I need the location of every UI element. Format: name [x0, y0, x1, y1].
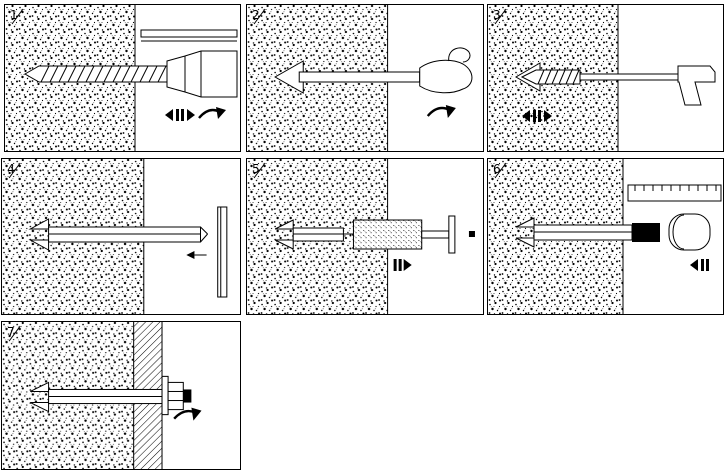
bolt-end: [183, 389, 192, 403]
resin-syringe: [343, 215, 475, 254]
installed-anchor: [30, 375, 192, 416]
drill-bit: [23, 65, 168, 83]
hammer-direction-icon: [690, 259, 709, 271]
step-number-slash: [8, 162, 21, 179]
rotation-arrow-icon: [198, 107, 226, 119]
step-number: 7: [7, 325, 15, 339]
anchor-sleeve: [28, 218, 208, 251]
step-number-slash: [8, 325, 21, 342]
depth-stop-bar: [140, 29, 238, 42]
anchor-sleeve: [274, 219, 344, 250]
step-number-slash: [11, 8, 24, 25]
step-panel-brush-hole: 3: [487, 4, 724, 152]
insert-direction-arrow: [186, 251, 207, 259]
step-number: 3: [493, 8, 501, 22]
drill-chuck: [166, 50, 238, 98]
step-panel-hammer-rod: 6: [487, 158, 724, 315]
washer: [161, 375, 169, 416]
step-panel-blow-out-dust: 2: [246, 4, 484, 152]
step-number-slash: [253, 8, 266, 25]
step-panel-insert-anchor: 4: [1, 158, 241, 315]
nut: [167, 381, 184, 411]
push-direction-icon: [393, 259, 412, 271]
blower-tube: [298, 71, 421, 83]
brush-handle: [677, 65, 716, 106]
in-out-motion-icon: [522, 110, 552, 122]
step-panel-finished: 7: [1, 321, 241, 470]
fixture-plate: [217, 206, 228, 298]
step-panel-inject-resin: 5: [246, 158, 484, 315]
step-number: 4: [7, 162, 15, 176]
anchor-with-rod: [515, 217, 660, 248]
rotation-arrow-icon: [426, 105, 456, 118]
step-number-slash: [253, 162, 266, 179]
mallet: [668, 213, 711, 251]
step-number-slash: [494, 8, 507, 25]
step-panel-drill-hole: 1: [4, 4, 241, 152]
bore-brush: [520, 69, 679, 85]
blower-pump: [419, 47, 473, 94]
step-number: 1: [10, 8, 18, 22]
step-number: 2: [252, 8, 260, 22]
hammer-action-icon: [165, 109, 195, 121]
step-number: 5: [252, 162, 260, 176]
torque-rotation-icon: [173, 407, 202, 421]
step-number: 6: [493, 162, 501, 176]
step-number-slash: [494, 162, 507, 179]
ruler: [627, 184, 722, 202]
